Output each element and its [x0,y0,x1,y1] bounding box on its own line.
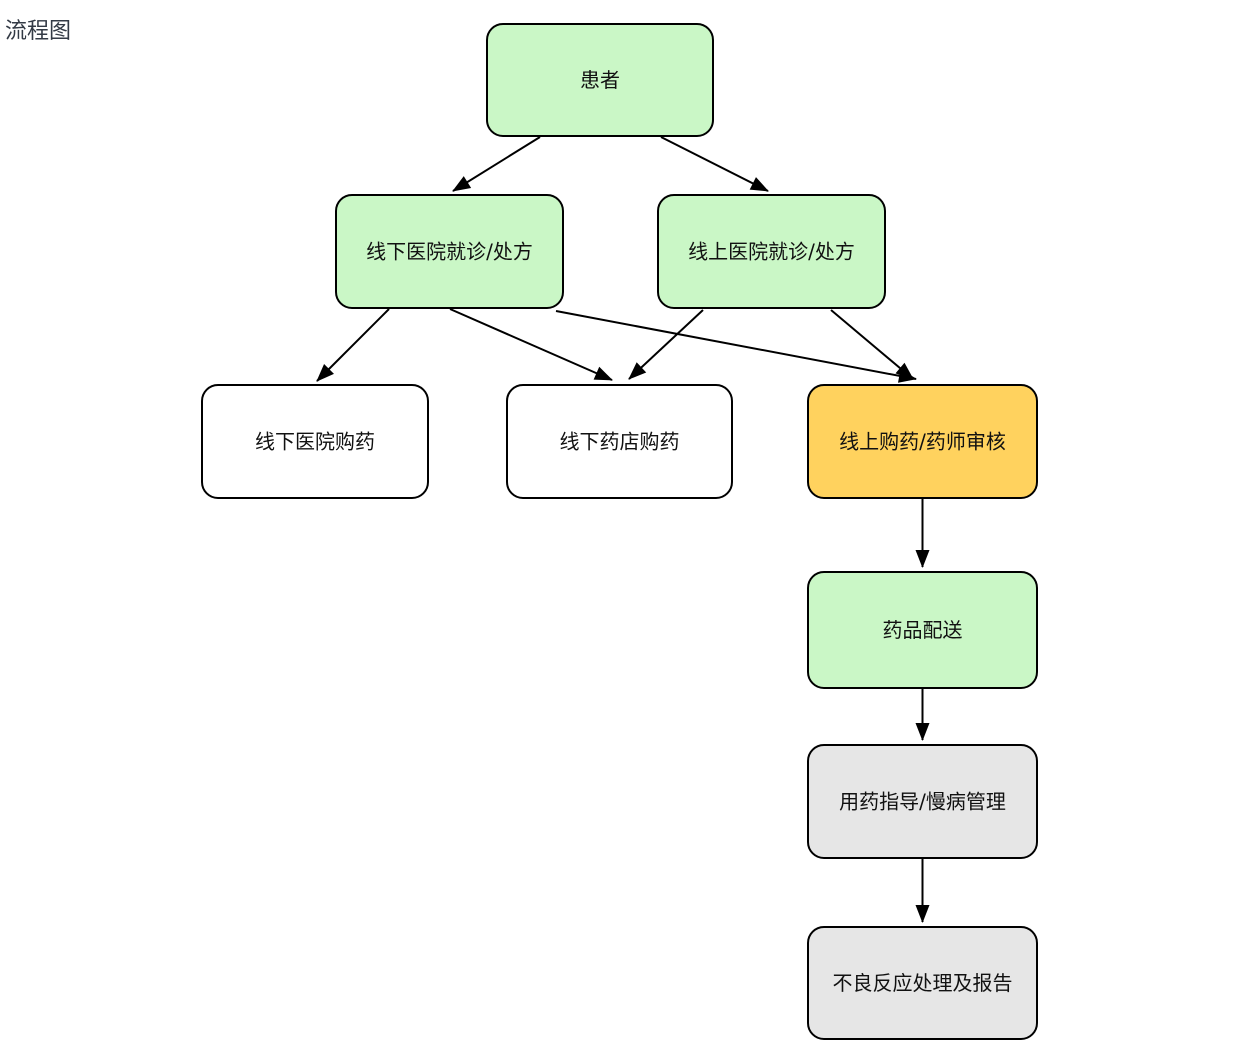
edge-layer [316,136,930,923]
edge-offline-visit-to-offline-pharmacy-buy [449,308,613,381]
node-online-buy-review-box [807,384,1038,499]
edge-patient-to-online-visit [660,136,769,192]
node-online-visit: 线上医院就诊/处方 [657,194,886,309]
node-offline-hospital-buy: 线下医院购药 [201,384,429,499]
edge-offline-visit-to-online-buy-review [555,310,917,383]
node-guidance: 用药指导/慢病管理 [807,744,1038,859]
node-delivery: 药品配送 [807,571,1038,689]
node-adverse-label: 不良反应处理及报告 [833,971,1013,995]
node-layer: 患者 线下医院就诊/处方 线上医院就诊/处方 线下医院购药 线下药店购药 线上购 [201,23,1038,1040]
node-guidance-box [807,744,1038,859]
node-offline-pharmacy-buy-box [506,384,733,499]
edge-patient-to-offline-visit [452,136,541,192]
node-delivery-box [807,571,1038,689]
edge-offline-visit-to-offline-hospital-buy [316,308,390,382]
node-online-visit-label: 线上医院就诊/处方 [688,240,855,264]
node-offline-hospital-buy-box [201,384,429,499]
node-online-buy-review: 线上购药/药师审核 [807,384,1038,499]
node-offline-pharmacy-buy: 线下药店购药 [506,384,733,499]
node-patient-label: 患者 [580,68,620,92]
node-offline-hospital-buy-label: 线下医院购药 [255,430,375,454]
diagram-title: 流程图 [5,19,71,44]
node-offline-visit-box [335,194,564,309]
node-delivery-label: 药品配送 [883,618,963,642]
node-adverse: 不良反应处理及报告 [807,926,1038,1040]
node-online-visit-box [657,194,886,309]
node-offline-visit: 线下医院就诊/处方 [335,194,564,309]
node-offline-visit-label: 线下医院就诊/处方 [366,240,533,264]
node-guidance-label: 用药指导/慢病管理 [839,790,1006,814]
node-online-buy-review-label: 线上购药/药师审核 [839,430,1006,454]
node-adverse-box [807,926,1038,1040]
node-patient: 患者 [486,23,714,137]
edge-online-visit-to-offline-pharmacy-buy [628,309,704,380]
edge-online-visit-to-online-buy-review [830,309,914,380]
node-offline-pharmacy-buy-label: 线下药店购药 [560,430,680,454]
node-patient-box [486,23,714,137]
